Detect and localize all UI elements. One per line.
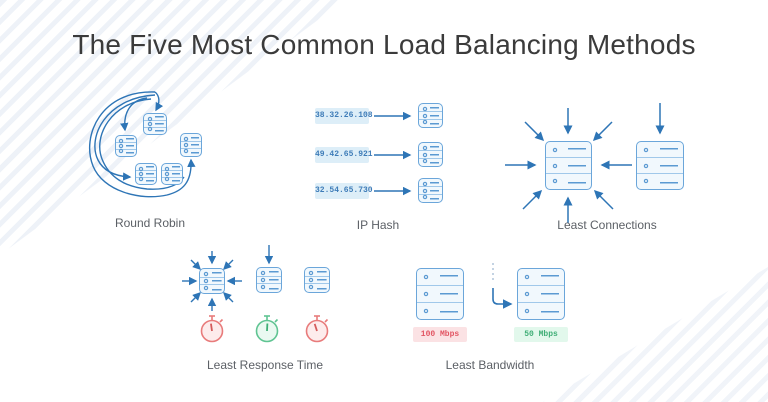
- server-icon: [135, 163, 157, 185]
- server-icon: [180, 133, 202, 157]
- method-label-round-robin: Round Robin: [114, 216, 186, 230]
- section-ip-hash: 38.32.26.108 49.42.65.921 32.54.65.730 I…: [312, 95, 462, 240]
- least-bandwidth-arrow-icon: [492, 263, 513, 309]
- bandwidth-tag-low: 50 Mbps: [514, 327, 568, 342]
- server-icon: [161, 163, 183, 185]
- server-icon: [199, 268, 225, 294]
- bandwidth-tag-high: 100 Mbps: [413, 327, 467, 342]
- server-icon: [418, 142, 443, 167]
- method-label-least-connections: Least Connections: [557, 218, 657, 232]
- ip-hash-arrows-icon: [374, 111, 412, 196]
- section-round-robin: Round Robin: [85, 88, 270, 238]
- server-icon: [636, 141, 684, 190]
- stopwatch-red-icon: [305, 315, 329, 343]
- server-icon: [517, 268, 565, 320]
- ip-address-tag: 32.54.65.730: [315, 183, 373, 199]
- least-connections-arrows-icon: [505, 103, 665, 223]
- server-icon: [418, 103, 443, 128]
- cycle-arrow-paths: [88, 91, 196, 198]
- ip-address-tag: 38.32.26.108: [315, 108, 373, 124]
- server-icon: [304, 267, 330, 293]
- connection-arrow-paths: [505, 103, 665, 223]
- method-label-least-bandwidth: Least Bandwidth: [445, 358, 535, 372]
- round-robin-cycle-arrows-icon: [88, 91, 196, 198]
- section-least-bandwidth: 100 Mbps 50 Mbps Least Bandwidth: [410, 255, 585, 380]
- section-least-response-time: Least Response Time: [180, 243, 355, 378]
- ip-arrow-paths: [374, 111, 412, 196]
- server-icon: [418, 178, 443, 203]
- page-title: The Five Most Common Load Balancing Meth…: [72, 29, 696, 60]
- stopwatch-green-icon: [255, 315, 279, 343]
- least-response-time-arrows-icon: [182, 245, 274, 311]
- stopwatch-red-icon: [200, 315, 224, 343]
- server-icon: [545, 141, 592, 190]
- server-icon: [143, 113, 167, 135]
- ip-address-tag: 49.42.65.921: [315, 147, 373, 163]
- server-icon: [256, 267, 282, 293]
- server-icon: [416, 268, 464, 320]
- method-label-least-response-time: Least Response Time: [206, 358, 324, 372]
- section-least-connections: Least Connections: [500, 95, 700, 240]
- response-arrow-paths: [182, 245, 274, 311]
- server-icon: [115, 135, 137, 157]
- method-label-ip-hash: IP Hash: [356, 218, 400, 232]
- bandwidth-arrow-paths: [492, 263, 513, 309]
